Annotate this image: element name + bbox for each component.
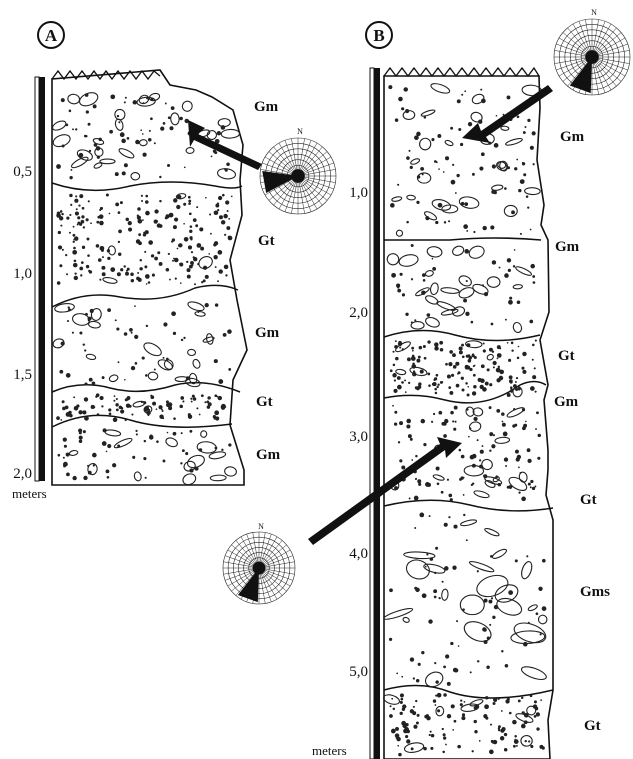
panel-b-facies-label-4: Gt [580,492,597,508]
panel-b-facies-label-1: Gm [555,239,580,255]
panel-a-scale-tick-0: 0,5 [13,164,32,180]
panel-a-scale-tick-1: 1,0 [13,266,32,282]
panel-a-scale-tick-3: 2,0 [13,466,32,482]
panel-a-facies-label-1: Gt [258,233,275,249]
panel-a-facies-label-4: Gm [256,447,281,463]
panel-a: A 0,5 1,0 1,5 2,0 meters N Gm Gt Gm Gt G… [12,22,336,501]
panel-b-scale-tick-2: 3,0 [349,429,368,445]
panel-b-rose-north-label-lower: N [258,522,264,531]
panel-a-scale-bar [35,77,45,481]
panel-a-rose-north-label: N [297,127,303,136]
panel-b-erosional-top [384,68,539,76]
panel-b-facies-label-6: Gt [584,718,601,734]
panel-b-scale-tick-4: 5,0 [349,664,368,680]
panel-b-scale-tick-3: 4,0 [349,546,368,562]
panel-b-scale-tick-0: 1,0 [349,185,368,201]
panel-b-rose-north-label-upper: N [591,8,597,17]
panel-a-rose-diagram [260,138,336,214]
panel-b-facies-label-0: Gm [560,129,585,145]
panel-b-rose-diagram-lower [223,532,295,604]
panel-b-label: B [373,26,384,45]
panel-b-rose-diagram-upper [554,19,630,95]
panel-b-facies-label-3: Gm [554,394,579,410]
panel-a-facies-label-0: Gm [254,99,279,115]
panel-a-label: A [45,26,58,45]
panel-b-scale-unit: meters [312,743,347,758]
panel-b: B 1,0 2,0 3,0 4,0 5,0 meters N N [223,8,630,759]
panel-a-facies-label-2: Gm [255,325,280,341]
panel-a-scale-tick-2: 1,5 [13,367,32,383]
panel-b-scale-bar [370,68,380,759]
panel-a-scale-unit: meters [12,486,47,501]
panel-b-scale-tick-1: 2,0 [349,305,368,321]
panel-b-facies-label-5: Gms [580,584,610,600]
panel-b-column-outline [384,76,553,759]
panel-a-facies-label-3: Gt [256,394,273,410]
panel-b-facies-label-2: Gt [558,348,575,364]
